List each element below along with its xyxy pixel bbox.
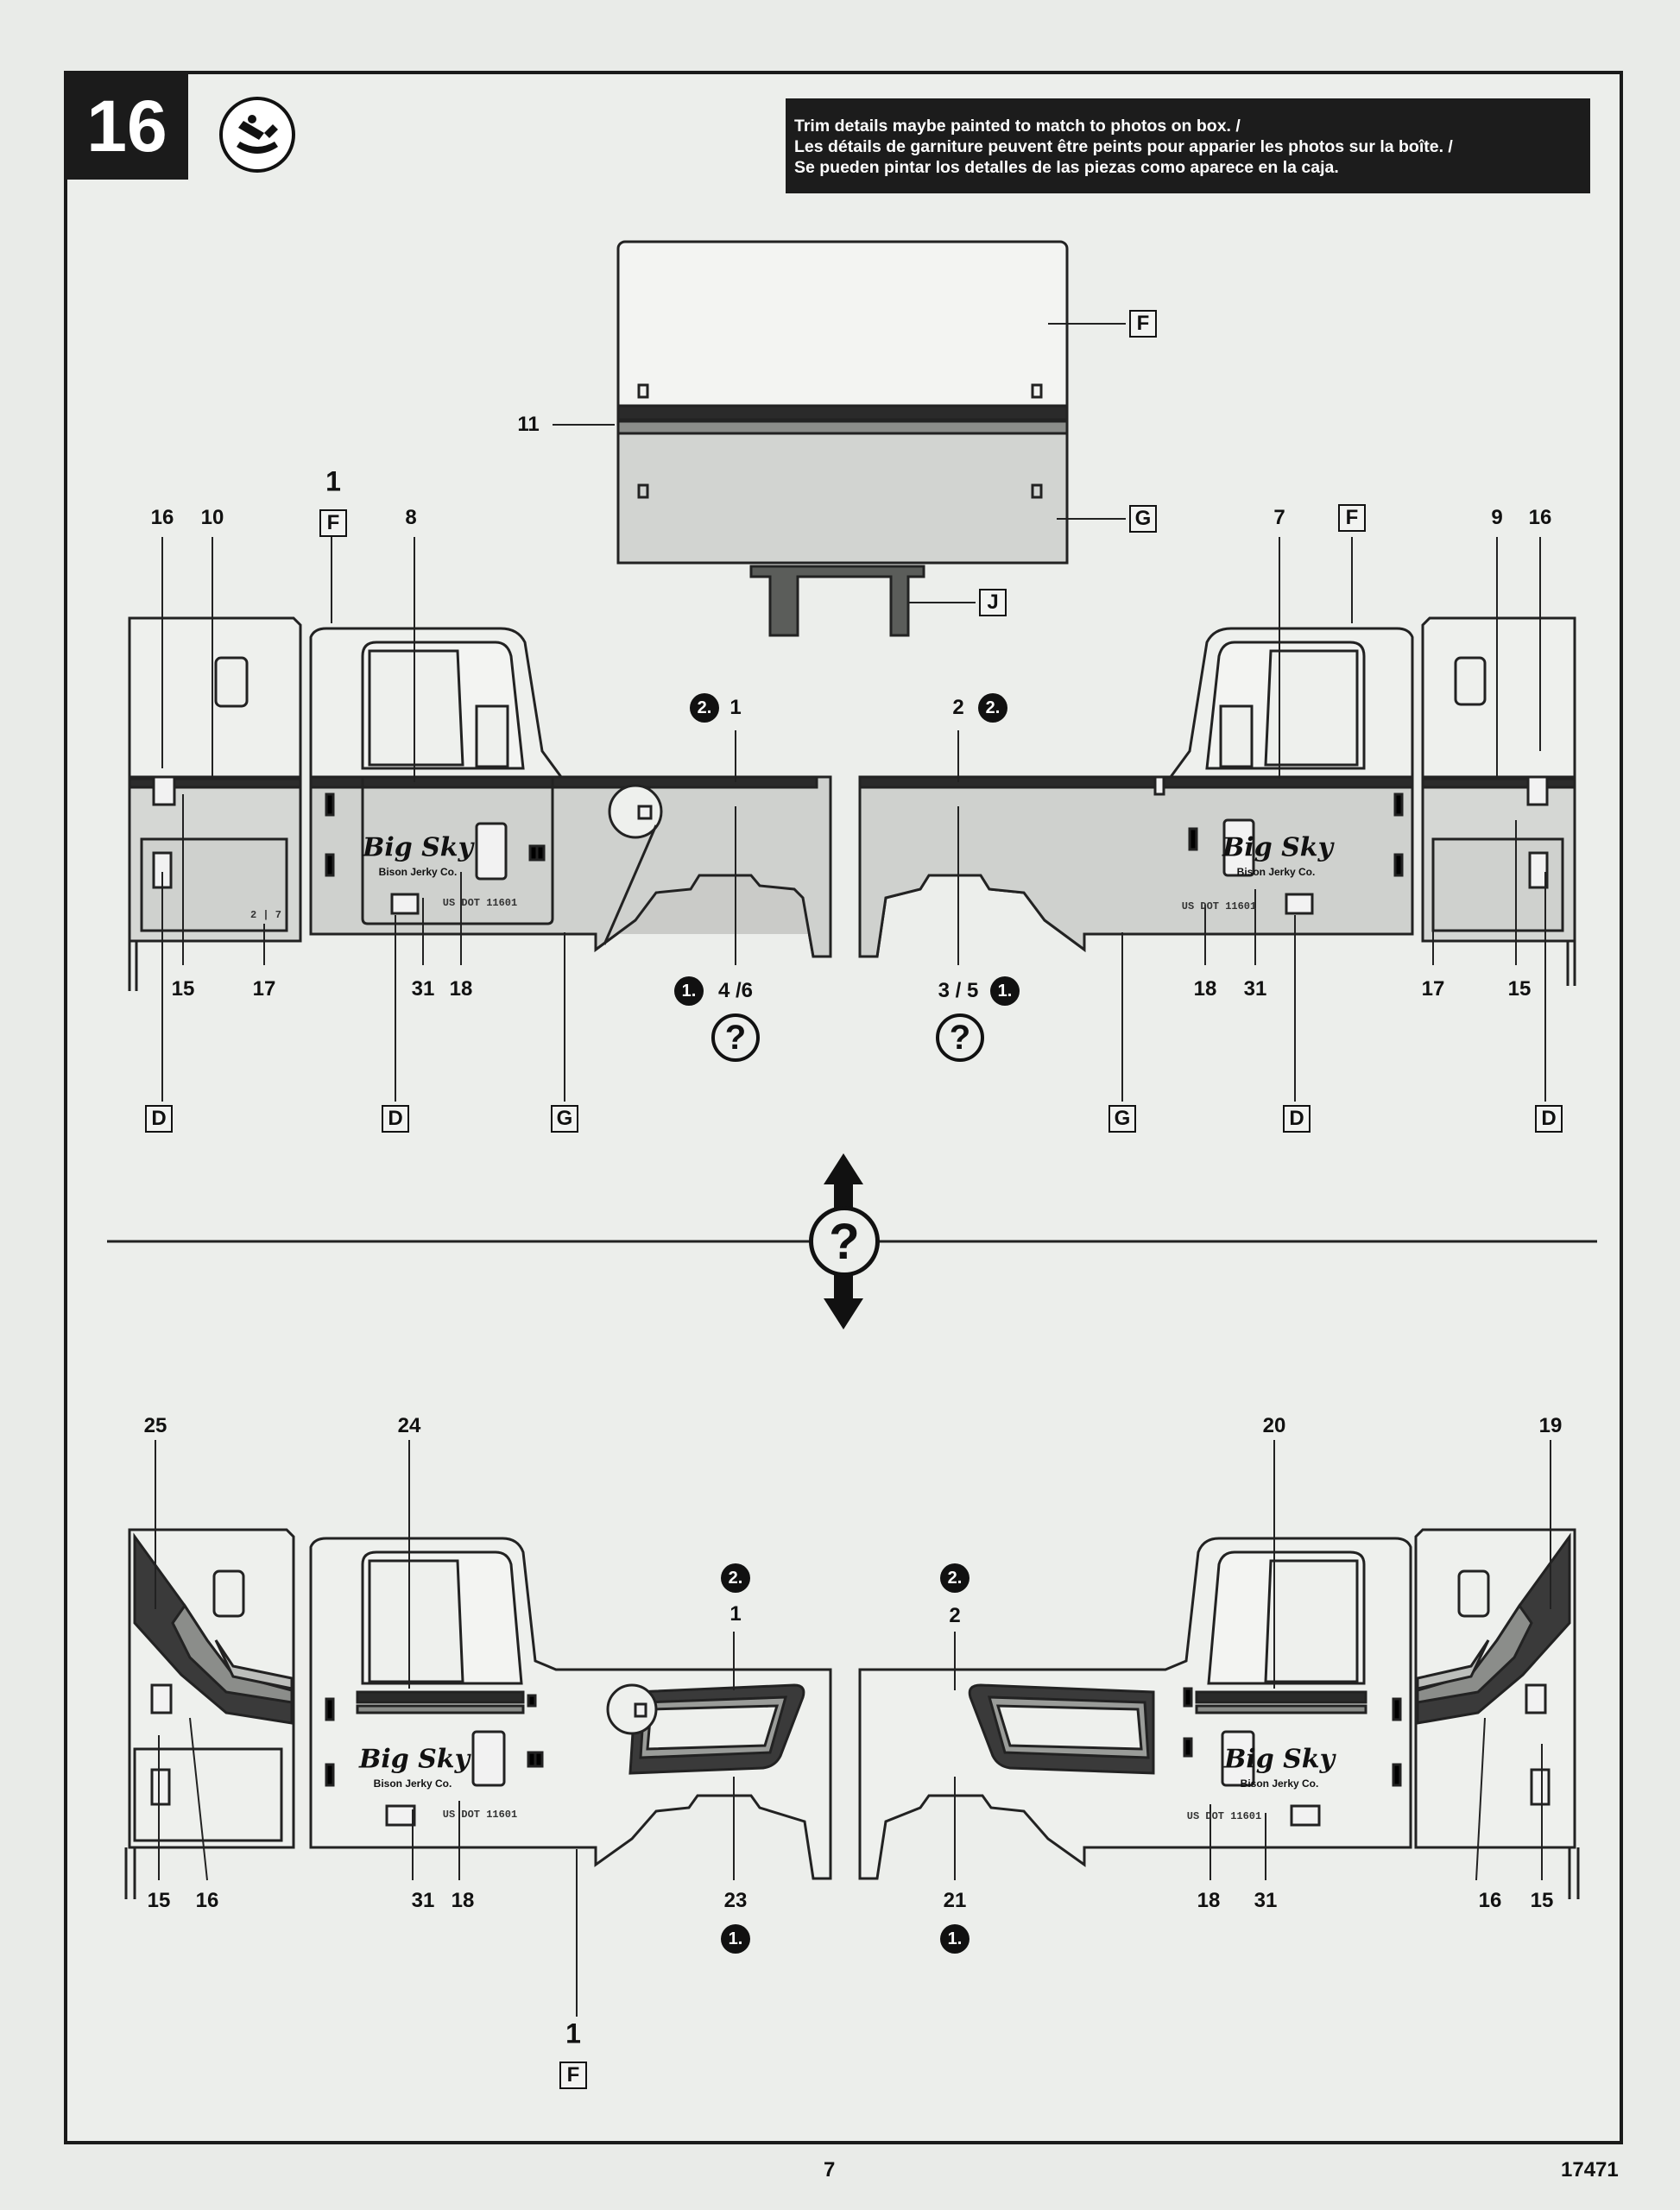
ur-box-D1: D bbox=[1283, 1105, 1311, 1133]
ur-seq-2: 2. bbox=[978, 693, 1007, 723]
lower-right-leaders bbox=[954, 1440, 1551, 1881]
ul-callout-4-6: 4 /6 bbox=[717, 979, 754, 1002]
ll-callout-1: 1 bbox=[729, 1602, 742, 1626]
ur-box-F: F bbox=[1338, 504, 1366, 532]
ur-callout-31: 31 bbox=[1243, 977, 1267, 1001]
lower-left-cab bbox=[124, 1528, 832, 1899]
ur-callout-9: 9 bbox=[1491, 506, 1503, 529]
ul-callout-10: 10 bbox=[200, 506, 224, 529]
ur-callout-7: 7 bbox=[1273, 506, 1285, 529]
ur-callout-3-5: 3 / 5 bbox=[938, 979, 979, 1002]
ur-callout-17: 17 bbox=[1421, 977, 1445, 1001]
step-number: 16 bbox=[66, 73, 188, 180]
ul-question-mark-icon: ? bbox=[711, 1013, 760, 1062]
decal-dot: US DOT 11601 bbox=[442, 897, 518, 909]
ul-callout-8: 8 bbox=[405, 506, 417, 529]
note-line-es: Se pueden pintar los detalles de las pie… bbox=[794, 158, 1339, 177]
decal-dot-ll: US DOT 11601 bbox=[442, 1809, 518, 1821]
lr-callout-31: 31 bbox=[1254, 1889, 1278, 1912]
ur-callout-2: 2 bbox=[952, 696, 964, 719]
lower-left-leaders bbox=[155, 1440, 735, 2017]
ur-callout-18: 18 bbox=[1193, 977, 1217, 1001]
decal-sub-r: Bison Jerky Co. bbox=[1236, 866, 1316, 878]
ll-callout-23: 23 bbox=[723, 1889, 748, 1912]
decal-brand: Big Sky bbox=[362, 832, 474, 863]
ur-callout-16: 16 bbox=[1528, 506, 1552, 529]
note-line-fr: Les détails de garniture peuvent être pe… bbox=[794, 137, 1453, 156]
ll-seq-1: 1. bbox=[721, 1924, 750, 1954]
part-box-G: G bbox=[1129, 505, 1157, 533]
decal-sub-ll: Bison Jerky Co. bbox=[373, 1777, 452, 1790]
glue-tube-icon bbox=[219, 97, 295, 173]
ll-callout-24: 24 bbox=[397, 1414, 421, 1437]
ll-callout-16: 16 bbox=[195, 1889, 219, 1912]
trim-note: Trim details maybe painted to match to p… bbox=[786, 98, 1590, 193]
ul-callout-31: 31 bbox=[411, 977, 435, 1001]
ur-callout-15: 15 bbox=[1507, 977, 1532, 1001]
lr-seq-1: 1. bbox=[940, 1924, 969, 1954]
decal-sub: Bison Jerky Co. bbox=[378, 866, 458, 878]
lr-callout-15: 15 bbox=[1530, 1889, 1554, 1912]
lr-callout-20: 20 bbox=[1262, 1414, 1286, 1437]
ll-callout-25: 25 bbox=[143, 1414, 167, 1437]
part-box-F: F bbox=[1129, 310, 1157, 338]
divider-question-mark-icon: ? bbox=[809, 1206, 880, 1277]
callout-11: 11 bbox=[517, 413, 540, 436]
ul-callout-1b: 1 bbox=[729, 696, 742, 719]
lr-callout-19: 19 bbox=[1538, 1414, 1563, 1437]
ur-question-mark-icon: ? bbox=[936, 1013, 984, 1062]
lr-seq-2: 2. bbox=[940, 1563, 969, 1593]
back-wall-part bbox=[616, 240, 1069, 637]
ur-box-G: G bbox=[1108, 1105, 1136, 1133]
lr-callout-18: 18 bbox=[1197, 1889, 1221, 1912]
part-box-J: J bbox=[979, 589, 1007, 616]
lr-callout-16: 16 bbox=[1478, 1889, 1502, 1912]
decal-brand-ll: Big Sky bbox=[358, 1744, 471, 1775]
lr-callout-2: 2 bbox=[949, 1604, 961, 1627]
decal-brand-r: Big Sky bbox=[1222, 832, 1334, 863]
kit-code: 17471 bbox=[1561, 2158, 1619, 2182]
decal-brand-lr: Big Sky bbox=[1223, 1744, 1336, 1775]
page-number: 7 bbox=[824, 2158, 836, 2182]
ul-box-G: G bbox=[551, 1105, 578, 1133]
ul-callout-16: 16 bbox=[150, 506, 174, 529]
ul-seq-1: 1. bbox=[674, 976, 704, 1006]
ur-seq-1: 1. bbox=[990, 976, 1020, 1006]
ul-callout-17: 17 bbox=[252, 977, 276, 1001]
ul-box-D1: D bbox=[145, 1105, 173, 1133]
upper-left-cab bbox=[128, 616, 832, 991]
ll-seq-2: 2. bbox=[721, 1563, 750, 1593]
ll-callout-31: 31 bbox=[411, 1889, 435, 1912]
lower-right-cab bbox=[858, 1528, 1580, 1899]
ll-callout-15: 15 bbox=[147, 1889, 171, 1912]
sleeper-number: 2 | 7 bbox=[249, 909, 282, 921]
ll-callout-18: 18 bbox=[451, 1889, 475, 1912]
double-arrow-icon bbox=[824, 1153, 863, 1329]
upper-right-cab bbox=[858, 616, 1576, 986]
ll-box-F: F bbox=[559, 2062, 587, 2089]
decal-sub-lr: Bison Jerky Co. bbox=[1240, 1777, 1319, 1790]
ul-box-D2: D bbox=[382, 1105, 409, 1133]
lr-callout-21: 21 bbox=[943, 1889, 967, 1912]
upper-left-leaders bbox=[161, 537, 736, 1102]
ll-callout-1b: 1 bbox=[565, 2017, 581, 2049]
ul-seq-2: 2. bbox=[690, 693, 719, 723]
upper-right-leaders bbox=[957, 537, 1546, 1102]
note-line-en: Trim details maybe painted to match to p… bbox=[794, 117, 1241, 136]
decal-dot-lr: US DOT 11601 bbox=[1186, 1810, 1262, 1822]
ul-callout-18: 18 bbox=[449, 977, 473, 1001]
decal-dot-r: US DOT 11601 bbox=[1181, 900, 1257, 912]
ul-callout-1: 1 bbox=[325, 465, 341, 497]
ul-box-F: F bbox=[319, 509, 347, 537]
ul-callout-15: 15 bbox=[171, 977, 195, 1001]
ur-box-D2: D bbox=[1535, 1105, 1563, 1133]
